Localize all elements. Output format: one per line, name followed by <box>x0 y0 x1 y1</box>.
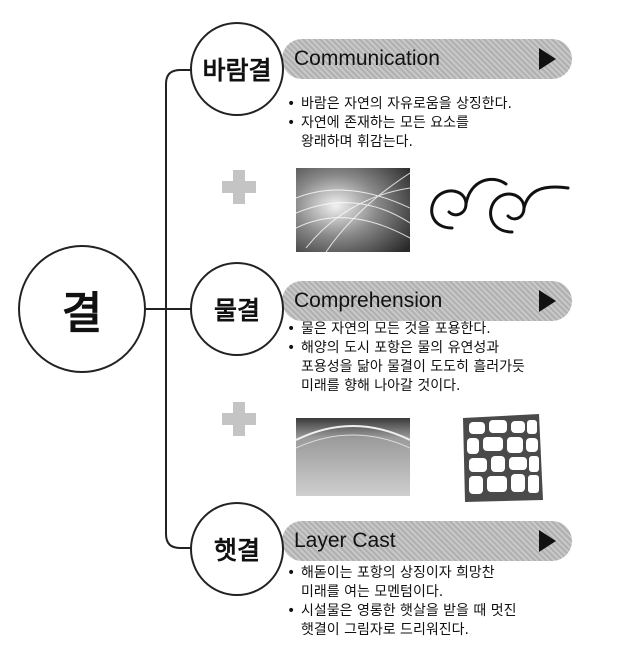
wind-swirl-icon <box>430 177 570 234</box>
bullet-item: 시설물은 영롱한 햇살을 받을 때 멋진 햇결이 그림자로 드리워진다. <box>285 602 516 640</box>
water-cell-pattern-icon <box>463 414 543 502</box>
bullet-item: 자연에 존재하는 모든 요소를 왕래하며 휘감는다. <box>285 114 512 152</box>
bullet-item: 해돋이는 포항의 상징이자 희망찬 미래를 여는 모멘텀이다. <box>285 564 516 602</box>
banner-comprehension: Comprehension <box>282 281 572 321</box>
banner-layer-cast: Layer Cast <box>282 521 572 561</box>
plus-icon <box>222 402 256 436</box>
bullet-item: 해양의 도시 포항은 물의 유연성과 포용성을 닮아 물결이 도도히 흘러가듯 … <box>285 339 525 396</box>
bullet-list-sun: 해돋이는 포항의 상징이자 희망찬 미래를 여는 모멘텀이다. 시설물은 영롱한… <box>285 564 516 640</box>
node-label-wind: 바람결 <box>202 56 272 85</box>
bullet-list-water: 물은 자연의 모든 것을 포용한다. 해양의 도시 포항은 물의 유연성과 포용… <box>285 320 525 396</box>
node-label-sun: 햇결 <box>213 536 260 565</box>
banner-label-layer-cast: Layer Cast <box>294 529 396 552</box>
triangle-arrow-icon <box>539 290 556 312</box>
node-circle-water: 물결 <box>190 262 284 356</box>
bullet-item: 바람은 자연의 자유로움을 상징한다. <box>285 95 512 114</box>
banner-communication: Communication <box>282 39 572 79</box>
banner-label-comprehension: Comprehension <box>294 289 443 312</box>
bullet-item: 물은 자연의 모든 것을 포용한다. <box>285 320 525 339</box>
wind-light-image <box>296 168 410 252</box>
plus-icon <box>222 170 256 204</box>
node-circle-wind: 바람결 <box>190 22 284 116</box>
node-label-water: 물결 <box>213 296 260 325</box>
water-surface-image <box>296 418 410 496</box>
node-circle-sun: 햇결 <box>190 502 284 596</box>
banner-label-communication: Communication <box>294 47 440 70</box>
triangle-arrow-icon <box>539 530 556 552</box>
root-label: 결 <box>61 288 103 339</box>
root-circle: 결 <box>18 245 146 373</box>
triangle-arrow-icon <box>539 48 556 70</box>
bullet-list-wind: 바람은 자연의 자유로움을 상징한다. 자연에 존재하는 모든 요소를 왕래하며… <box>285 95 512 152</box>
